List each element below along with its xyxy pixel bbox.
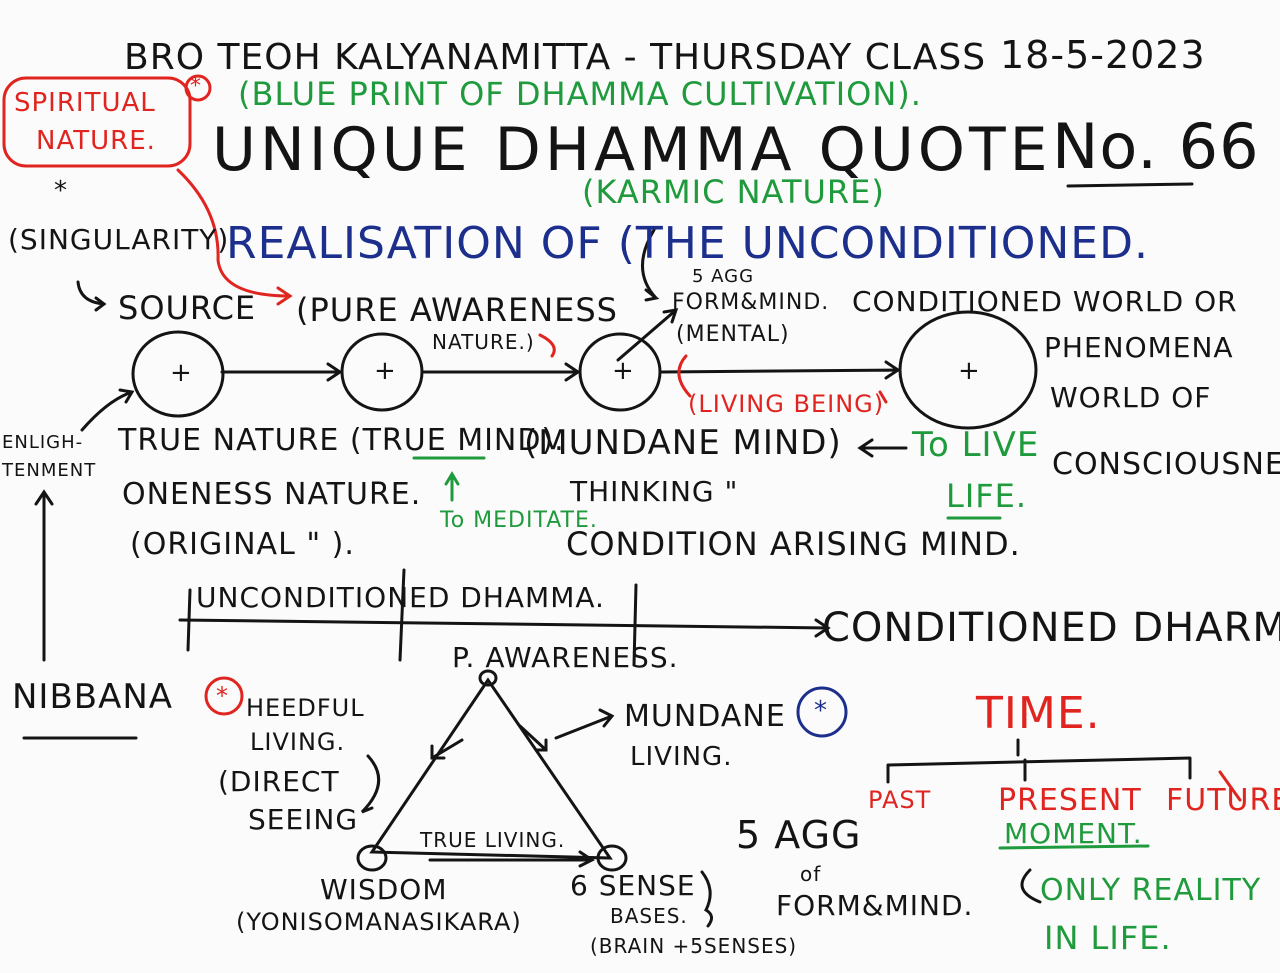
awareness-plus-symbol: + [374,356,397,386]
conditioned-world-label: CONDITIONED WORLD OR [852,285,1238,318]
direct-label: (DIRECT [218,765,340,798]
five-agg-label: 5 AGG [692,266,755,287]
moment-label: MOMENT. [1004,817,1143,850]
seeing-label: SEEING [248,803,359,836]
present-label: PRESENT [998,783,1142,818]
bases-label: BASES. [610,904,688,928]
karmic-nature: (KARMIC NATURE) [582,173,885,211]
realisation-text: REALISATION OF (THE UNCONDITIONED. [226,218,1149,269]
consciousness-label: CONSCIOUSNESS [1052,447,1280,482]
condition-arising-label: CONDITION ARISING MIND. [566,525,1021,563]
quote-title: UNIQUE DHAMMA QUOTE [212,115,1052,185]
in-life-label: IN LIFE. [1044,919,1172,957]
form-mind-bottom-label: FORM&MIND. [776,889,974,922]
brain-senses-label: (BRAIN +5SENSES) [590,934,798,958]
world-plus-symbol: + [958,356,981,386]
original-label: (ORIGINAL " ). [130,527,355,562]
to-live-label: To LIVE [912,425,1040,465]
true-living-label: TRUE LIVING. [420,828,566,852]
of-label: of [800,862,822,886]
living-label: LIVING. [250,728,346,756]
conditioned-dharma-label: CONDITIONED DHARMA. [822,605,1280,651]
enlightenment-label-2: TENMENT [2,460,97,481]
world-of-label: WORLD OF [1050,381,1212,414]
future-label: FUTURE. [1166,783,1280,818]
life-label: LIFE. [946,477,1028,515]
unconditioned-dhamma-label: UNCONDITIONED DHAMMA. [196,581,605,614]
thinking-label: THINKING " [570,475,739,508]
pure-awareness-label: (PURE AWARENESS [296,291,618,329]
quote-number: No. 66 [1052,110,1260,183]
time-label: TIME. [976,688,1101,739]
yonisomanasikara-label: (YONISOMANASIKARA) [236,908,522,936]
star-black-icon: * [54,176,68,206]
star-red-heedful-icon: * [216,682,229,710]
source-circle [131,330,225,418]
form-mind-label: FORM&MIND. [672,290,830,315]
source-label: SOURCE [118,289,257,327]
heedful-label: HEEDFUL [246,694,365,722]
spiritual-label: SPIRITUAL [14,88,156,118]
mundane-mind-label: (MUNDANE MIND) [524,423,842,463]
header-date: 18-5-2023 [1000,33,1206,77]
nibbana-label: NIBBANA [12,677,174,717]
mundane-living-label: MUNDANE [624,699,786,734]
p-awareness-label: P. AWARENESS. [452,641,679,674]
mundane-living-label-2: LIVING. [630,742,733,772]
star-blue-icon: * [814,696,828,726]
star-red-icon: * [190,74,202,99]
six-sense-label: 6 SENSE [570,869,696,902]
pure-awareness-nature: NATURE.) [432,330,535,354]
oneness-label: ONENESS NATURE. [122,477,422,512]
five-agg-bottom-label: 5 AGG [736,813,862,857]
singularity-label: (SINGULARITY) [8,223,230,256]
true-nature-label: TRUE NATURE (TRUE MIND). [118,423,565,458]
nature-label: NATURE. [36,126,156,156]
mental-label: (MENTAL) [676,322,790,347]
form-plus-symbol: + [612,356,635,386]
living-being-label: (LIVING BEING) [688,390,885,418]
source-plus-symbol: + [170,358,193,388]
enlightenment-label-1: ENLIGH- [2,432,84,453]
past-label: PAST [868,786,932,814]
only-reality-label: ONLY REALITY [1040,873,1262,908]
header-subtitle: (BLUE PRINT OF DHAMMA CULTIVATION). [238,75,922,113]
header-title: BRO TEOH KALYANAMITTA - THURSDAY CLASS [124,37,987,78]
to-meditate-label: To MEDITATE. [440,508,598,533]
wisdom-label: WISDOM [320,873,448,906]
spiritual-nature-box [2,76,192,168]
phenomena-label: PHENOMENA [1044,331,1234,364]
